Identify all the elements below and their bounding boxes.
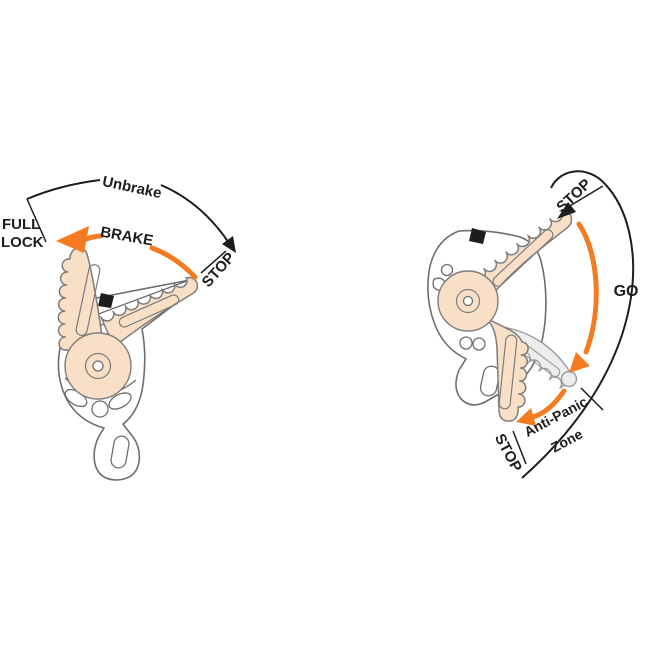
right-handle-stop-top-position <box>472 209 573 296</box>
left-body-oval-hole-2 <box>108 392 132 410</box>
right-ghost-handle-tip <box>560 370 578 388</box>
left-device-diagram: Unbrake FULL LOCK BRAKE STOP <box>1 173 239 481</box>
stop-top-tick <box>567 185 604 208</box>
brake-arrow-tail <box>149 245 198 280</box>
left-handle-right-slot <box>118 294 180 328</box>
left-body-rivet <box>91 400 109 418</box>
brake-label: BRAKE <box>99 224 154 250</box>
full-lock-tick <box>26 198 47 243</box>
right-cam-inner-ring <box>455 288 481 314</box>
go-label: GO <box>614 283 639 300</box>
brake-arrow-tail <box>83 233 104 242</box>
brake-arrowhead-icon <box>56 226 89 253</box>
anti-panic-sweep-arrowhead-icon <box>516 408 536 426</box>
right-handle-stop-bottom-position <box>485 317 529 422</box>
unbrake-arrowhead-icon <box>222 236 236 253</box>
unbrake-arc <box>160 184 232 247</box>
go-anti-panic-tick <box>580 387 604 411</box>
right-stop-bottom-label: STOP <box>491 431 525 475</box>
left-handle-full-lock-position <box>57 246 105 353</box>
anti-panic-sweep-arrow-tail <box>530 388 567 420</box>
left-handle-up-slot <box>75 264 101 336</box>
left-cam-inner-ring <box>84 352 112 380</box>
full-lock-label-line1: FULL <box>2 216 40 233</box>
left-cam-axle-hole <box>92 360 104 372</box>
full-lock-label-line2: LOCK <box>1 234 44 251</box>
right-handle-down-slot <box>498 334 518 410</box>
right-body-rivet <box>459 336 473 350</box>
unbrake-label: Unbrake <box>101 173 163 202</box>
right-body-rivet <box>440 263 454 277</box>
right-device-diagram: STOP GO Anti-Panic Zone STOP <box>427 170 639 479</box>
right-rope-cleat <box>469 228 486 244</box>
left-rope-cleat <box>98 293 114 308</box>
left-stop-tick <box>200 250 227 274</box>
right-body-rivet <box>472 337 486 351</box>
anti-panic-label-line2: Zone <box>548 426 585 456</box>
go-sweep-arrow-tail <box>576 221 599 355</box>
right-cam-axle-hole <box>462 295 474 307</box>
unbrake-arc <box>26 179 101 200</box>
right-handle-top-slot <box>492 229 554 287</box>
stop-bottom-tick <box>512 430 527 465</box>
stop-top-arrowhead-icon <box>557 202 576 219</box>
left-attachment-slot <box>110 435 130 469</box>
go-sweep-arrowhead-icon <box>569 352 590 373</box>
